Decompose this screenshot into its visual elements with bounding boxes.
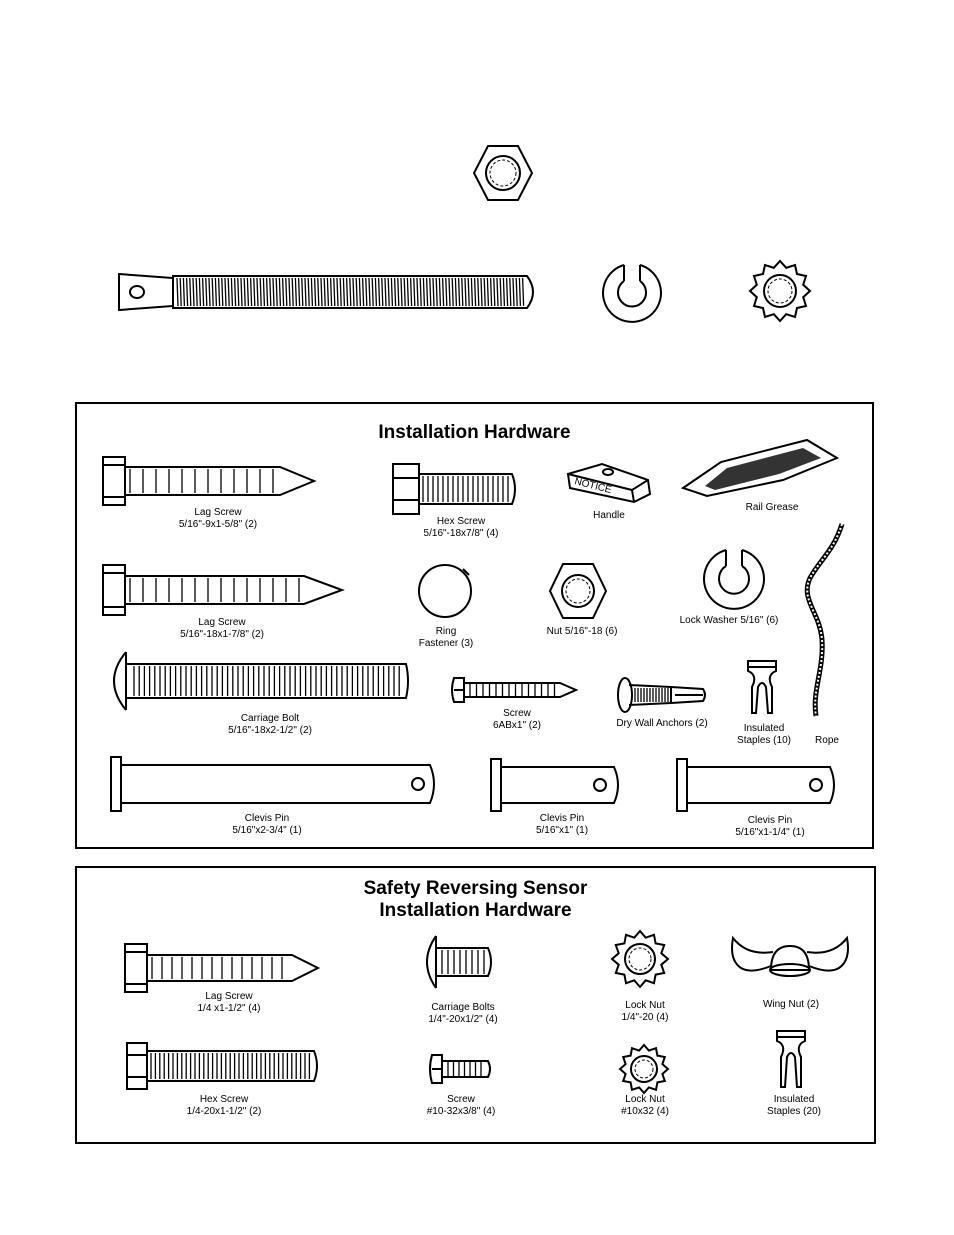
- rope-icon: [804, 523, 845, 717]
- wing-nut-icon: [731, 935, 849, 977]
- handle-caption: Handle: [593, 510, 625, 521]
- sensor-screw-caption: Screw #10-32x3/8" (4): [426, 1094, 496, 1117]
- hex-screw-icon: [126, 1042, 318, 1090]
- lock-nut-icon: [618, 1043, 670, 1095]
- clevis-pin-icon: [110, 756, 435, 812]
- insulated-staples-20-caption: Insulated Staples (20): [767, 1094, 821, 1117]
- hex-nut-top-icon: [472, 145, 534, 201]
- installation-hardware-title: Installation Hardware: [378, 422, 571, 443]
- hex-nut-icon: [548, 563, 608, 619]
- lock-washer-icon: [703, 549, 765, 610]
- insulated-staples-10-caption: Insulated Staples (10): [737, 723, 791, 746]
- lag-screw-1-caption: Lag Screw 5/16"-9x1-5/8" (2): [178, 507, 258, 530]
- safety-sensor-title-line2: Installation Hardware: [379, 900, 572, 921]
- lag-screw-icon: [124, 943, 321, 993]
- safety-sensor-title-line1: Safety Reversing Sensor: [363, 878, 588, 899]
- carriage-bolt-caption: Carriage Bolt 5/16"-18x2-1/2" (2): [228, 713, 312, 736]
- ring-fastener-icon: [418, 564, 472, 618]
- screw-6ab-caption: Screw 6ABx1" (2): [492, 708, 542, 731]
- lag-screw-icon: [102, 564, 345, 616]
- insulated-staple-icon: [776, 1030, 806, 1088]
- installation-hardware-panel: Installation Hardware: [75, 402, 874, 849]
- carriage-bolt-icon: [426, 935, 492, 989]
- lock-nut-top-icon: [748, 259, 812, 323]
- sensor-hex-screw-caption: Hex Screw 1/4-20x1-1/2" (2): [186, 1094, 262, 1117]
- screw-icon: [429, 1054, 491, 1084]
- hex-screw-1-caption: Hex Screw 5/16"-18x7/8" (4): [423, 516, 499, 539]
- lock-nut-icon: [610, 929, 670, 989]
- dry-wall-anchors-caption: Dry Wall Anchors (2): [616, 718, 708, 729]
- sensor-lag-screw-caption: Lag Screw 1/4 x1-1/2" (4): [197, 991, 261, 1014]
- clevis-pin-3-caption: Clevis Pin 5/16"x1-1/4" (1): [735, 815, 805, 838]
- dry-wall-anchor-icon: [617, 677, 706, 713]
- insulated-staple-icon: [747, 660, 777, 714]
- rope-caption: Rope: [815, 735, 839, 746]
- lock-washer-caption: Lock Washer 5/16" (6): [679, 615, 779, 626]
- hex-screw-icon: [392, 463, 516, 515]
- rail-grease-caption: Rail Grease: [745, 502, 799, 513]
- ring-fastener-caption: Ring Fastener (3): [418, 626, 474, 649]
- screw-icon: [451, 677, 579, 703]
- threaded-rod-icon: [118, 272, 534, 312]
- safety-sensor-hardware-panel: Safety Reversing Sensor Installation Har…: [75, 866, 876, 1144]
- rail-grease-icon: [680, 438, 840, 498]
- clevis-pin-icon: [676, 758, 835, 812]
- lock-washer-top-icon: [602, 264, 662, 323]
- clevis-pin-2-caption: Clevis Pin 5/16"x1" (1): [535, 813, 589, 836]
- clevis-pin-1-caption: Clevis Pin 5/16"x2-3/4" (1): [232, 813, 302, 836]
- lag-screw-icon: [102, 456, 317, 506]
- clevis-pin-icon: [490, 758, 619, 812]
- wing-nut-caption: Wing Nut (2): [762, 999, 820, 1010]
- handle-icon: NOTICE: [566, 462, 652, 504]
- lock-nut-2-caption: Lock Nut #10x32 (4): [621, 1094, 669, 1117]
- sensor-carriage-bolts-caption: Carriage Bolts 1/4"-20x1/2" (4): [428, 1002, 498, 1025]
- carriage-bolt-icon: [113, 651, 409, 711]
- lock-nut-1-caption: Lock Nut 1/4"-20 (4): [621, 1000, 669, 1023]
- lag-screw-2-caption: Lag Screw 5/16"-18x1-7/8" (2): [180, 617, 264, 640]
- nut-caption: Nut 5/16"-18 (6): [546, 626, 618, 637]
